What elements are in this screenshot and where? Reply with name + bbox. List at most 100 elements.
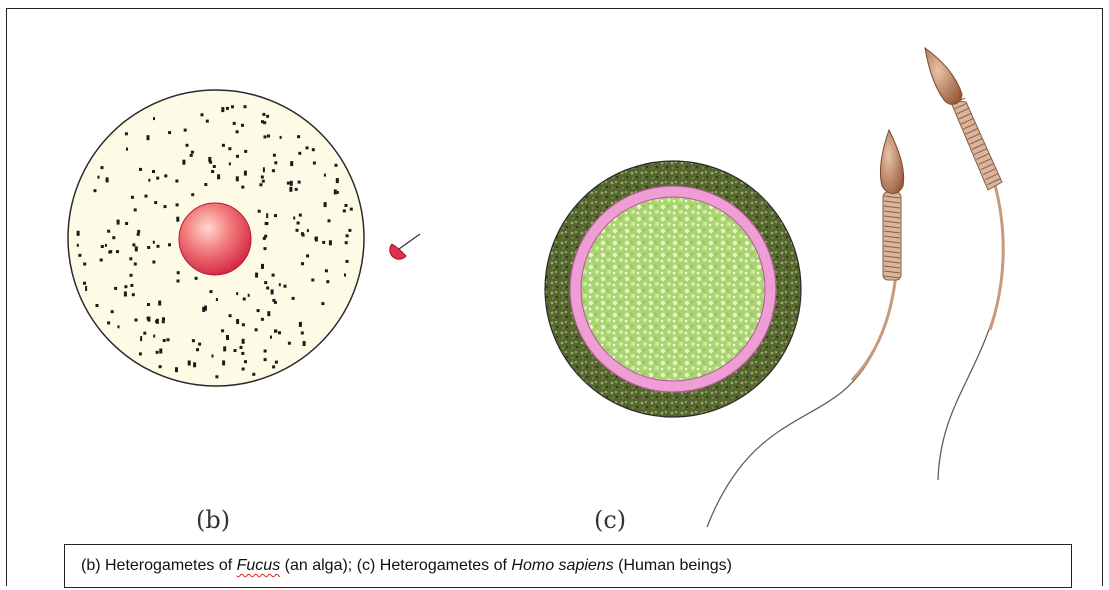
egg-granule [273, 300, 277, 304]
egg-granule [233, 349, 237, 352]
egg-granule [162, 339, 166, 342]
egg-granule [107, 229, 111, 233]
midpiece-ring [883, 270, 901, 274]
egg-granule [76, 243, 79, 247]
midpiece-ring [883, 235, 901, 239]
egg-granule [95, 304, 99, 307]
egg-granule [323, 202, 327, 208]
egg-granule [139, 167, 142, 171]
midpiece-ring [962, 122, 977, 130]
egg-granule [191, 193, 195, 197]
egg-granule [155, 350, 159, 354]
midpiece-ring [958, 112, 972, 120]
egg-granule [344, 273, 346, 277]
egg-granule [226, 335, 229, 340]
egg-granule [130, 283, 134, 287]
egg-granule [262, 112, 266, 116]
egg-granule [125, 222, 129, 225]
egg-granule [129, 257, 133, 261]
egg-granule [289, 186, 293, 192]
egg-granule [105, 177, 109, 183]
egg-granule [344, 204, 348, 207]
caption-homo-sapiens: Homo sapiens [511, 557, 614, 574]
midpiece-ring [956, 107, 970, 115]
egg-granule [148, 178, 151, 182]
egg-granule [301, 233, 305, 237]
egg-granule [225, 106, 229, 110]
egg-granule [190, 150, 194, 154]
egg-granule [112, 236, 116, 240]
egg-granule [189, 153, 193, 157]
egg-granule [133, 262, 137, 266]
human-sperm-2 [924, 46, 1005, 481]
egg-granule [162, 317, 165, 321]
egg-granule [247, 293, 250, 297]
egg-granule [123, 291, 127, 297]
egg-granule [110, 310, 114, 314]
egg-granule [159, 348, 163, 354]
caption-fucus: Fucus [236, 557, 281, 574]
fucus-sperm [389, 233, 421, 260]
egg-granule [287, 341, 291, 345]
egg-granule [349, 207, 353, 211]
egg-granule [194, 276, 198, 280]
egg-granule [324, 269, 328, 273]
egg-granule [153, 334, 156, 338]
midpiece-ring [982, 168, 997, 176]
egg-granule [217, 174, 221, 180]
egg-granule [132, 243, 136, 247]
egg-granule [152, 240, 155, 244]
egg-granule [193, 362, 197, 368]
egg-granule [272, 365, 276, 369]
egg-granule [244, 360, 247, 364]
egg-granule [124, 285, 128, 289]
egg-granule [302, 341, 306, 346]
egg-granule [133, 208, 137, 212]
egg-granule [327, 219, 331, 223]
egg-granule [333, 189, 337, 195]
egg-granule [76, 230, 80, 236]
egg-granule [272, 298, 276, 302]
egg-granule [263, 135, 267, 139]
egg-granule [168, 131, 172, 135]
egg-granule [204, 183, 208, 186]
egg-granule [312, 161, 316, 165]
egg-granule [100, 166, 104, 170]
egg-granule [83, 262, 87, 266]
egg-granule [264, 234, 268, 238]
egg-granule [239, 345, 243, 349]
egg-granule [156, 244, 160, 248]
egg-granule [290, 161, 294, 167]
midpiece-ring [883, 250, 901, 254]
egg-granule [117, 325, 120, 329]
egg-granule [146, 135, 150, 141]
egg-granule [215, 375, 219, 379]
midpiece-ring [965, 127, 979, 135]
panel-label-b: (b) [196, 506, 231, 534]
midpiece-ring [883, 240, 901, 244]
egg-granule [323, 173, 326, 177]
egg-granule [289, 180, 293, 186]
egg-granule [257, 209, 261, 213]
midpiece-ring [976, 152, 990, 160]
midpiece-ring [883, 255, 901, 259]
egg-granule [182, 159, 186, 165]
fucus-egg [67, 89, 365, 387]
egg-granule [93, 189, 97, 193]
egg-granule [156, 176, 160, 180]
caption-part-1: (b) Heterogametes of [81, 557, 237, 574]
egg-granule [78, 253, 82, 257]
egg-granule [136, 232, 140, 236]
egg-granule [298, 213, 302, 217]
midpiece-ring [960, 117, 975, 125]
midpiece-ring [987, 178, 1001, 186]
midpiece-ring [980, 163, 995, 170]
egg-granule [232, 121, 236, 125]
egg-granule [301, 262, 304, 266]
egg-granule [326, 280, 330, 284]
egg-granule [262, 236, 266, 240]
midpiece-ring [883, 215, 901, 219]
egg-granule [124, 132, 128, 136]
egg-granule [236, 319, 240, 324]
egg-granule [243, 105, 247, 109]
